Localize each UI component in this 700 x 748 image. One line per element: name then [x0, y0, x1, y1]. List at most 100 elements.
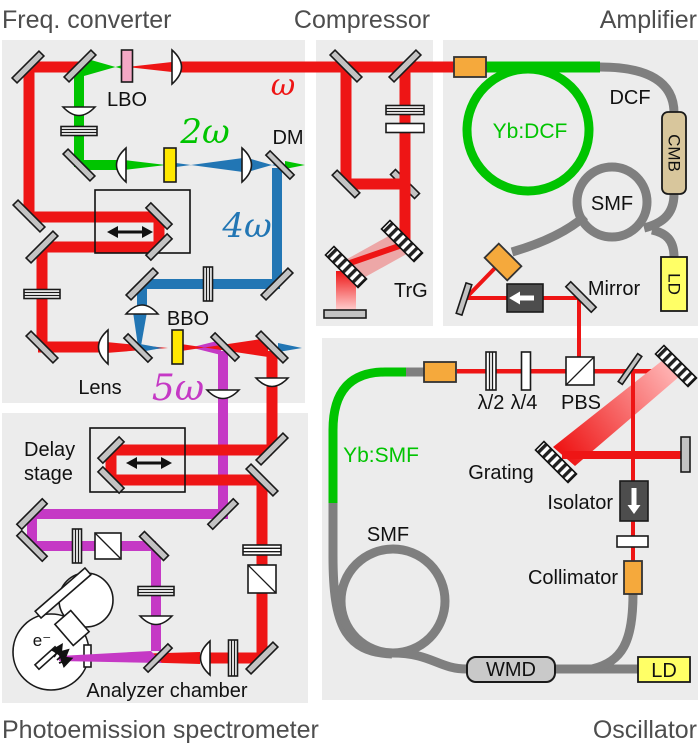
label-4omega: 4ω — [221, 206, 271, 246]
title-photoemission-spectrometer: Photoemission spectrometer — [2, 716, 319, 744]
osc-to-amp-vertical-beam — [577, 300, 581, 372]
transmission-grating-1 — [380, 219, 424, 263]
lens-top — [171, 48, 183, 86]
fiber-collimator-branch — [590, 593, 638, 674]
purple-vertical-beam — [218, 351, 228, 519]
label-trg: TrG — [394, 280, 428, 302]
delay-stage1-box — [94, 189, 191, 254]
compressor-optics — [323, 48, 425, 319]
smf-fiber-loop-amplifier — [572, 162, 652, 242]
spec-mirror-purple1 — [206, 497, 240, 531]
amp-fiber-coupler — [483, 242, 523, 282]
dichroic-blue-red-combiner — [122, 332, 154, 364]
lens-red-focus — [97, 328, 109, 366]
amp-isolator-arrow — [509, 291, 534, 305]
label-dcf: DCF — [609, 87, 650, 109]
red-delay2-bottom-leg — [111, 474, 262, 486]
osc-grating-fan — [553, 356, 680, 466]
purple-sample-focus-fan — [59, 651, 162, 663]
osc-laser-diode — [637, 656, 691, 683]
osc-collimator-coupler — [423, 361, 457, 383]
mirror-red-corner-bottom — [24, 329, 60, 365]
label-cmb: CMB — [665, 134, 684, 172]
delay1-mirror-bottom — [144, 232, 174, 262]
purple-horizontal-beam — [33, 509, 225, 519]
purple-vertical-beam2 — [151, 548, 161, 651]
osc-output-pickoff-mirror — [617, 352, 643, 386]
red-delay1-connector — [153, 219, 165, 245]
label-electron: e⁻ — [33, 631, 51, 650]
label-ld-osc: LD — [651, 660, 677, 682]
title-amplifier: Amplifier — [600, 6, 697, 34]
lbo-crystal — [120, 49, 134, 83]
compressor-mirror-left — [331, 169, 361, 199]
delay-stage2-box — [89, 427, 186, 493]
waveplate-green — [60, 125, 98, 137]
spec-red-focus-lens — [199, 639, 211, 677]
spec-purple-waveplate2 — [137, 585, 175, 597]
spec-red-pbs — [247, 564, 277, 594]
amp-collimator-coupler — [453, 56, 487, 78]
spec-mirror-red-in — [254, 431, 290, 467]
label-ld-amp: LD — [665, 273, 684, 295]
label-half-waveplate: λ/2 — [478, 392, 505, 414]
half-waveplate — [485, 351, 497, 391]
label-2omega: 2ω — [179, 112, 229, 152]
red-delay2-connector — [105, 453, 117, 480]
lens-green-collimating — [61, 106, 97, 117]
osc-grating-top — [654, 344, 698, 388]
bbo-crystal — [171, 329, 184, 365]
label-collimator: Collimator — [528, 567, 618, 589]
green-focus-fan — [124, 160, 166, 170]
title-freq-converter: Freq. converter — [2, 6, 172, 34]
analyzer-snout — [53, 609, 91, 647]
label-analyzer-chamber: Analyzer chamber — [86, 680, 248, 702]
label-quarter-waveplate: λ/4 — [511, 392, 538, 414]
oscillator-components — [423, 344, 698, 683]
trg-core-beam — [349, 242, 403, 266]
blue-dump-stub — [278, 343, 302, 352]
fiber-ld-to-cmb — [650, 225, 679, 258]
fibers — [328, 61, 679, 674]
green-dump-stub — [285, 161, 305, 169]
red-delay2-top-leg — [111, 444, 272, 456]
compressor-waveplate — [385, 104, 425, 116]
green-vertical — [74, 68, 84, 167]
osc-cavity-horizontal-beam — [457, 369, 661, 374]
title-compressor: Compressor — [294, 6, 430, 34]
spec-mirror-red-down — [244, 462, 280, 498]
analyzer-chamber — [12, 566, 114, 691]
dichroic-green-mirror — [62, 48, 98, 84]
lens-blue-focus — [124, 304, 160, 315]
beam-2omega — [74, 58, 305, 170]
spec-dichroic-combiner — [142, 642, 174, 674]
label-yb-smf: Yb:SMF — [343, 444, 419, 467]
label-isolator: Isolator — [547, 492, 613, 514]
mirror-red-down — [254, 329, 290, 365]
green-fiber-segment — [484, 61, 600, 73]
red-compressor-horizontal — [346, 178, 406, 190]
osc-grating-to-endmirror-beam — [562, 451, 682, 459]
label-bbo: BBO — [167, 308, 209, 330]
label-pbs: PBS — [561, 392, 601, 414]
delay2-arrow — [126, 457, 172, 469]
osc-collimator — [623, 560, 643, 595]
spec-mirror-red-to-sample — [244, 640, 280, 676]
blue-vertical2 — [137, 287, 147, 309]
compressor-mirror-top-left — [328, 48, 364, 84]
amp-steering-mirror — [455, 281, 473, 317]
osc-grating-bottom — [534, 440, 578, 484]
red-converge-lbo — [127, 62, 172, 72]
shg-crystal-4omega — [163, 147, 177, 183]
dichroic-5omega-mirror — [209, 331, 241, 363]
amp-mirror — [564, 280, 598, 314]
blue-vertical — [272, 168, 282, 284]
label-grating: Grating — [468, 462, 534, 484]
red-top-main-segment — [172, 61, 456, 73]
delay2-mirror-bottom — [96, 465, 126, 495]
label-5omega: 5ω — [152, 368, 204, 409]
spec-mirror-purple3 — [15, 529, 49, 563]
freq-converter-optics — [10, 48, 296, 400]
